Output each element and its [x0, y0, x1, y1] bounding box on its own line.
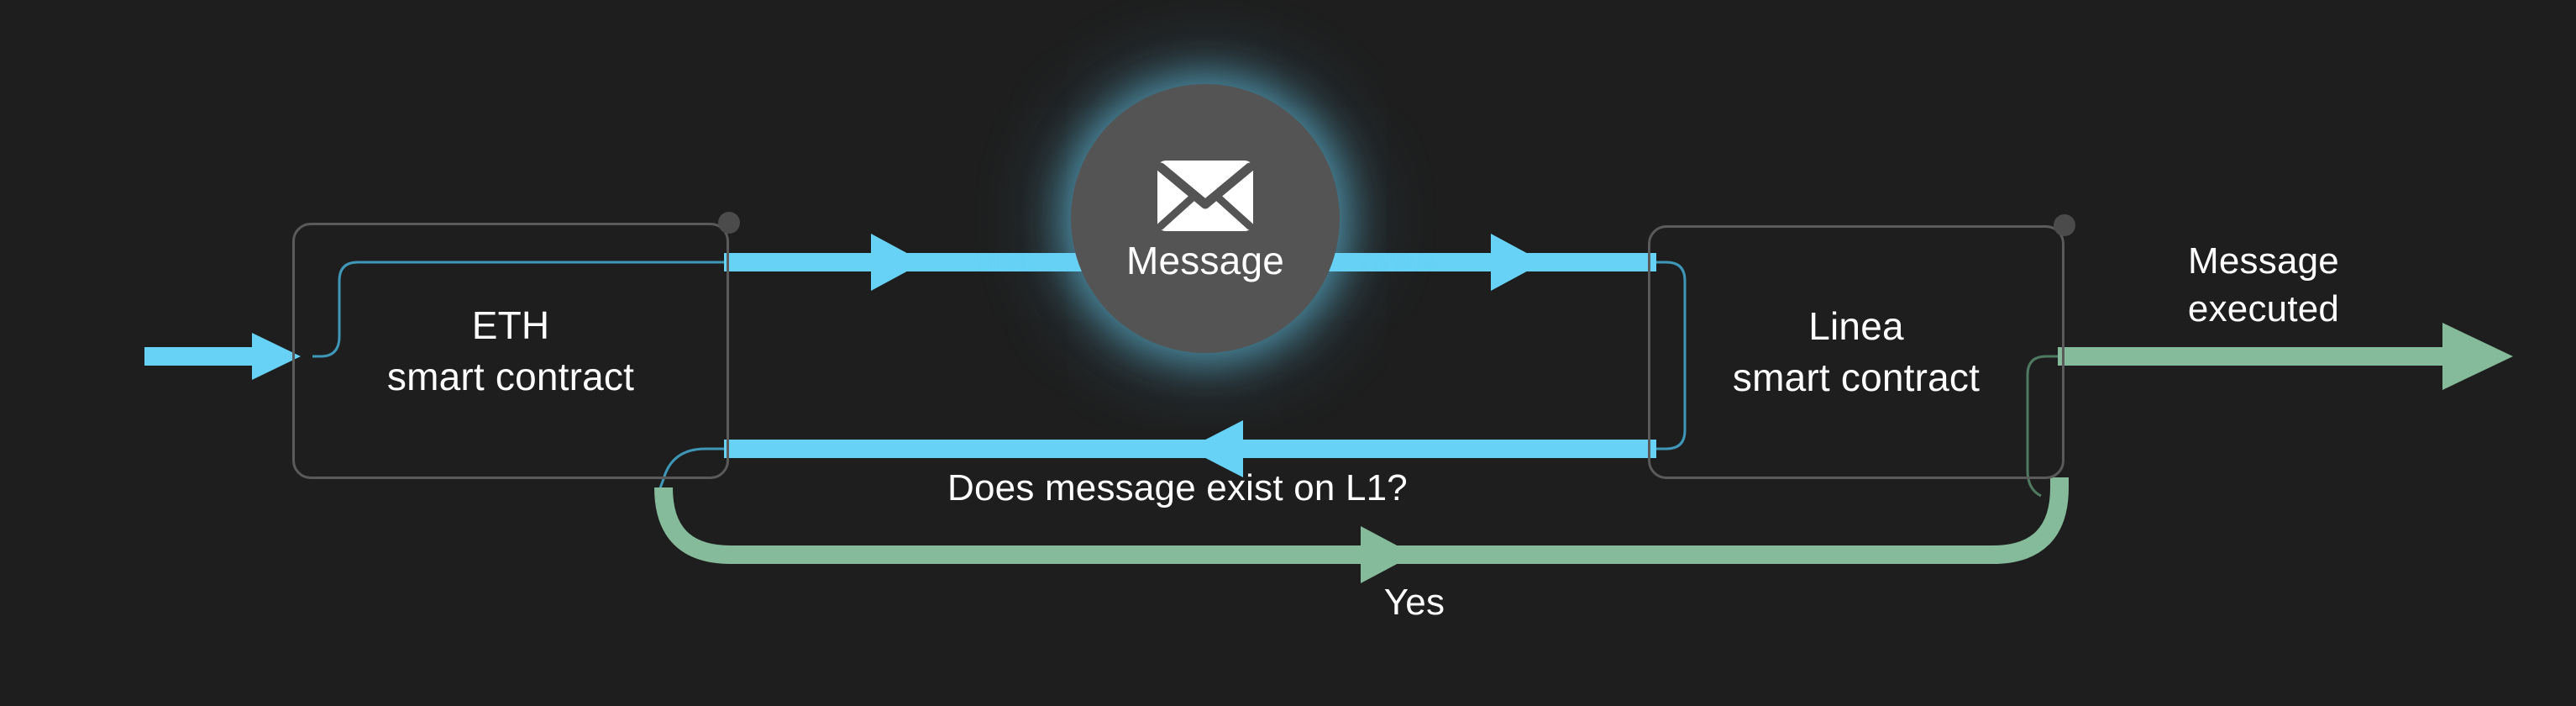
edge-eth-to-message [724, 234, 1088, 291]
linea-internal-cyan-path [1648, 261, 1687, 450]
edge-yes-arrowhead [1361, 526, 1414, 583]
edge-label-yes: Yes [1383, 582, 1445, 623]
linea-internal-green-path [2026, 355, 2064, 498]
edge-input-arrow [144, 333, 301, 380]
edge-label-message-executed: Message executed [2187, 240, 2340, 330]
node-eth-smart-contract-label: ETH smart contract [386, 303, 635, 398]
edge-linea-to-eth-query [724, 420, 1656, 477]
edge-message-to-linea [1323, 234, 1656, 291]
envelope-icon [1156, 161, 1255, 231]
node-handle-dot-icon-linea[interactable] [2054, 214, 2075, 236]
edge-message-executed [2058, 323, 2513, 390]
node-linea-smart-contract[interactable]: Linea smart contract [1648, 225, 2064, 479]
node-message-label: Message [1125, 239, 1285, 282]
edge-yes-loop-path [654, 477, 2069, 564]
node-eth-smart-contract[interactable]: ETH smart contract [292, 223, 729, 479]
eth-internal-cyan-path [312, 261, 732, 358]
node-message[interactable]: Message [1071, 84, 1340, 353]
edge-label-query: Does message exist on L1? [947, 467, 1408, 508]
node-linea-smart-contract-label: Linea smart contract [1732, 304, 1981, 399]
node-handle-dot-icon-eth[interactable] [718, 212, 740, 234]
